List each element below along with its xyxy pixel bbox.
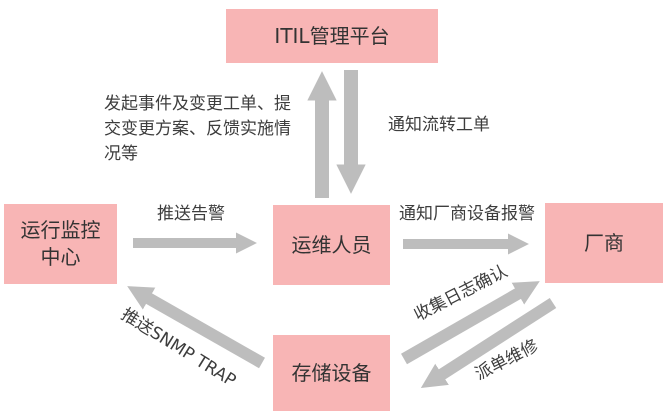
edge-label-notify-vendor-alarm: 通知厂商设备报警 (399, 204, 535, 224)
edge-label-notify-flow: 通知流转工单 (388, 115, 490, 135)
edge-label-initiate-work-order: 发起事件及变更工单、提 交变更方案、反馈实施情 况等 (104, 94, 291, 164)
node-vendor: 厂商 (545, 203, 663, 283)
node-monitoring-center: 运行监控 中心 (4, 204, 117, 284)
arrow-storage-to-monitor (127, 286, 265, 369)
arrow-storage-to-vendor (401, 281, 540, 365)
node-storage-device: 存储设备 (273, 335, 390, 411)
node-itil-platform: ITIL管理平台 (226, 9, 438, 63)
arrow-vendor-to-storage (420, 297, 557, 388)
edge-label-push-alarm: 推送告警 (157, 204, 225, 224)
node-ops-personnel: 运维人员 (273, 205, 390, 285)
